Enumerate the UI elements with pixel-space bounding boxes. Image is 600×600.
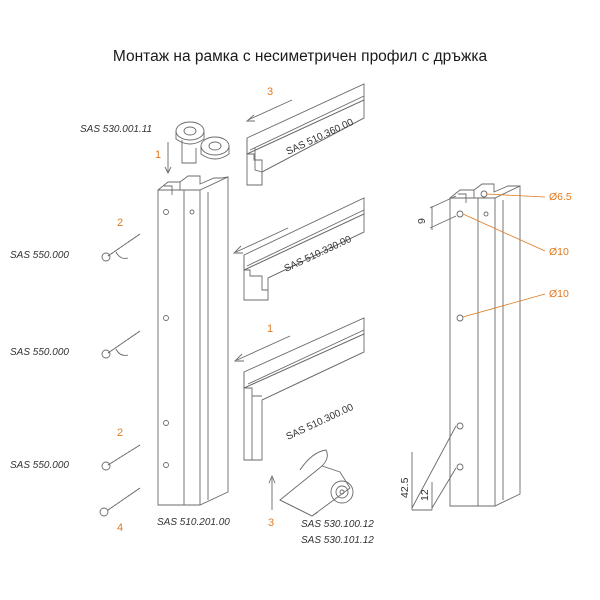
step-profile-top-number: 3: [267, 86, 273, 98]
dim-hole-top: Ø10: [549, 246, 569, 258]
step-screw-bottom-number: 4: [117, 522, 123, 534]
profile-middle: [243, 197, 365, 301]
screw-lower: [101, 444, 141, 471]
step-profile-bottom-number: 1: [267, 323, 273, 335]
profile-middle-label: SAS 510.330.00: [283, 234, 354, 275]
dimension-lines: [411, 195, 457, 511]
roller-wheel: [279, 449, 354, 517]
screw-bottom: [99, 487, 141, 517]
dim-offset-top: 9: [416, 218, 428, 224]
wheel-label-b: SAS 530.101.12: [301, 535, 374, 546]
step-screw-top-number: 2: [117, 217, 123, 229]
page-title: Монтаж на рамка с несиметричен профил с …: [112, 48, 488, 65]
top-cap: [175, 121, 230, 164]
dim-offset-bottom: 42.5: [399, 477, 411, 498]
screw-top: [101, 233, 141, 262]
step-wheel-number: 3: [268, 517, 274, 529]
screw-middle: [101, 330, 141, 359]
step-cap-number: 1: [155, 149, 161, 161]
profile-bottom-label: SAS 510.300.00: [285, 402, 356, 443]
profile-bottom: [243, 317, 365, 461]
top-cap-label: SAS 530.001.11: [80, 124, 152, 135]
step-screw-lower-number: 2: [117, 427, 123, 439]
profile-top: [246, 83, 365, 186]
upright-label: SAS 510.201.00: [157, 517, 230, 528]
profile-top-label: SAS 510.360.00: [285, 117, 356, 158]
screw-lower-label: SAS 550.000: [10, 460, 69, 471]
dim-hole-small: Ø6.5: [549, 191, 572, 203]
screw-top-label: SAS 550.000: [10, 250, 69, 261]
screw-middle-label: SAS 550.000: [10, 347, 69, 358]
upright-profile: [157, 175, 229, 506]
dim-hole-mid: Ø10: [549, 288, 569, 300]
dim-offset-gap: 12: [419, 489, 431, 501]
detail-upright: [449, 183, 521, 507]
wheel-label-a: SAS 530.100.12: [301, 519, 374, 530]
